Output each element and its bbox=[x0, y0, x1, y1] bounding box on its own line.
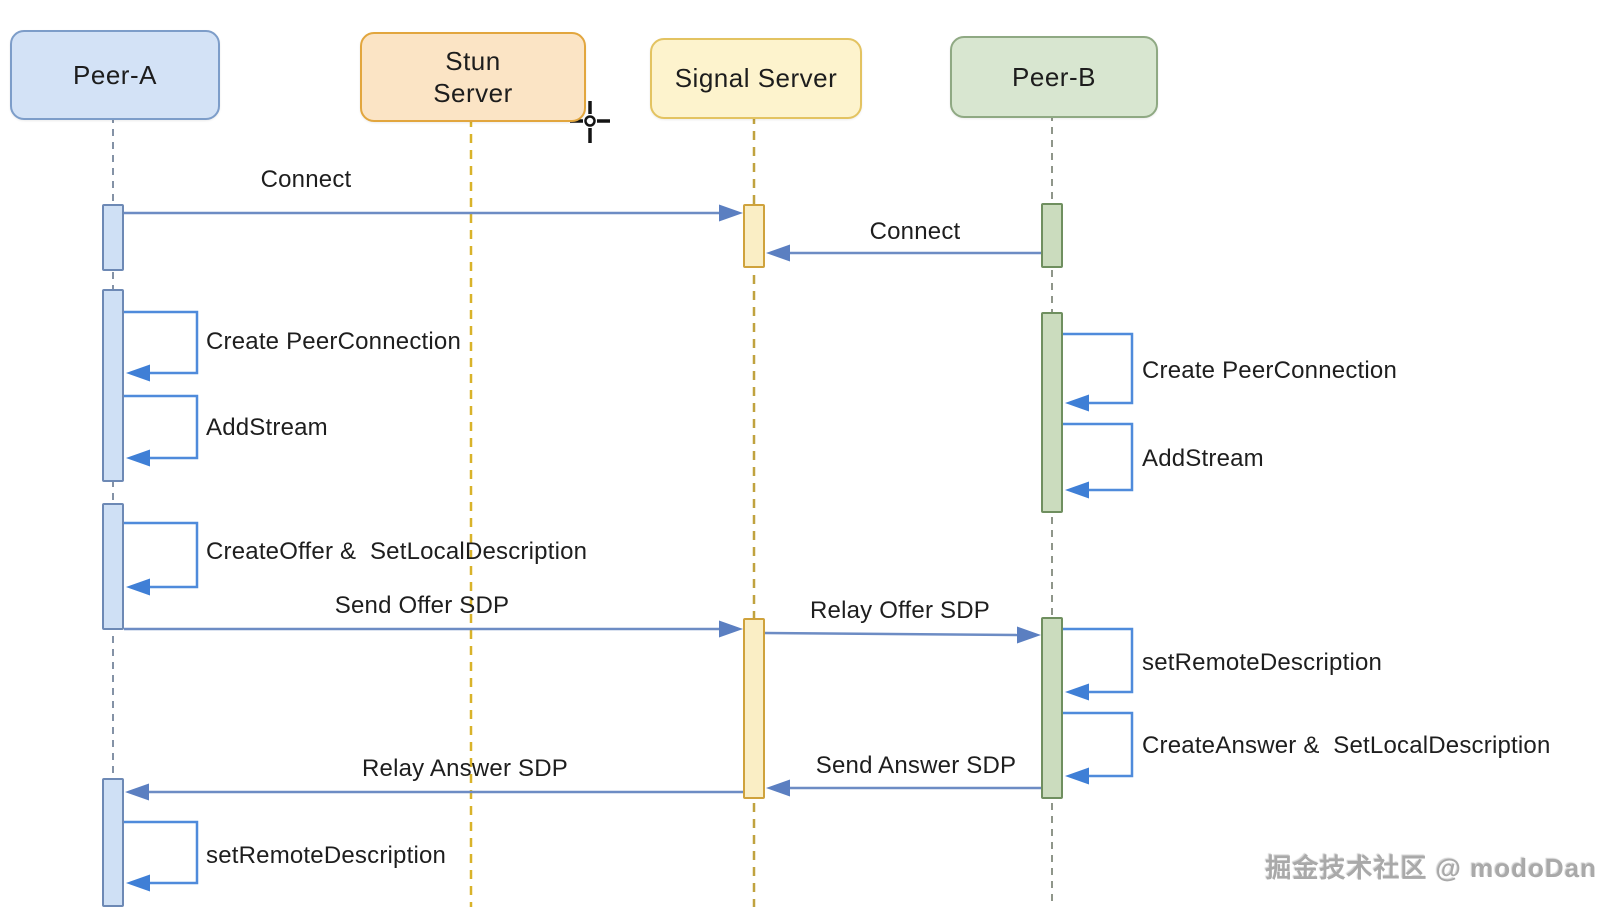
actor-box-peer-b: Peer-B bbox=[950, 36, 1158, 118]
activation-bar-peer-a-3 bbox=[102, 503, 124, 630]
arrowhead bbox=[126, 449, 150, 467]
activation-bar-peer-b-3 bbox=[1041, 617, 1063, 799]
arrowhead bbox=[1065, 481, 1089, 499]
selfloop-create-peerconnection-b bbox=[1063, 332, 1134, 405]
arrowhead bbox=[766, 779, 790, 797]
message-label-create-pc-b: Create PeerConnection bbox=[1142, 357, 1398, 384]
actor-label: Peer-A bbox=[73, 59, 157, 90]
selfloop-createoffer-a bbox=[124, 521, 199, 589]
message-label-connect-2: Connect bbox=[869, 218, 961, 245]
actor-box-peer-a: Peer-A bbox=[10, 30, 220, 120]
arrow-relay-offer-sdp bbox=[764, 631, 1021, 637]
activation-bar-peer-b-2 bbox=[1041, 312, 1063, 513]
arrowhead bbox=[125, 783, 149, 801]
activation-bar-peer-b-1 bbox=[1041, 203, 1063, 268]
arrowhead bbox=[126, 364, 150, 382]
selfloop-addstream-a bbox=[124, 394, 199, 460]
actor-label: Peer-B bbox=[1012, 61, 1096, 92]
arrowhead bbox=[1017, 626, 1041, 644]
message-label-create-pc-a: Create PeerConnection bbox=[206, 328, 462, 355]
arrowhead bbox=[719, 620, 743, 638]
activation-bar-peer-a-1 bbox=[102, 204, 124, 271]
message-label-relay-answer: Relay Answer SDP bbox=[362, 755, 568, 782]
activation-bar-signal-2 bbox=[743, 618, 765, 799]
message-label-addstream-a: AddStream bbox=[206, 414, 328, 441]
arrowhead bbox=[126, 578, 150, 596]
activation-bar-signal-1 bbox=[743, 204, 765, 268]
actor-label: Signal Server bbox=[674, 63, 838, 94]
selfloop-setremotedescription-a bbox=[124, 820, 199, 885]
message-label-send-answer: Send Answer SDP bbox=[815, 752, 1017, 779]
arrowhead bbox=[126, 874, 150, 892]
activation-bar-peer-a-2 bbox=[102, 289, 124, 482]
arrowhead bbox=[719, 204, 743, 222]
message-label-connect-1: Connect bbox=[260, 166, 352, 193]
activation-bar-peer-a-4 bbox=[102, 778, 124, 907]
actor-label: Stun Server bbox=[433, 45, 513, 109]
arrowhead bbox=[766, 244, 790, 262]
actor-box-signal-server: Signal Server bbox=[650, 38, 862, 119]
message-label-createanswer-b: CreateAnswer & SetLocalDescription bbox=[1142, 732, 1551, 759]
message-label-send-offer: Send Offer SDP bbox=[334, 592, 510, 619]
arrowhead bbox=[1065, 683, 1089, 701]
arrowhead bbox=[1065, 394, 1089, 412]
selfloop-setremotedescription-b bbox=[1063, 627, 1134, 694]
selfloop-createanswer-b bbox=[1063, 711, 1134, 778]
message-label-setremote-a: setRemoteDescription bbox=[206, 842, 447, 869]
message-label-addstream-b: AddStream bbox=[1142, 445, 1264, 472]
message-label-relay-offer: Relay Offer SDP bbox=[810, 597, 990, 624]
actor-box-stun-server: Stun Server bbox=[360, 32, 586, 122]
selfloop-create-peerconnection-a bbox=[124, 310, 199, 375]
message-label-setremote-b: setRemoteDescription bbox=[1142, 649, 1383, 676]
arrowhead bbox=[1065, 767, 1089, 785]
watermark-text: 掘金技术社区 @ modoDan bbox=[1265, 853, 1597, 883]
selfloop-addstream-b bbox=[1063, 422, 1134, 492]
message-label-createoffer-a: CreateOffer & SetLocalDescription bbox=[206, 538, 588, 565]
